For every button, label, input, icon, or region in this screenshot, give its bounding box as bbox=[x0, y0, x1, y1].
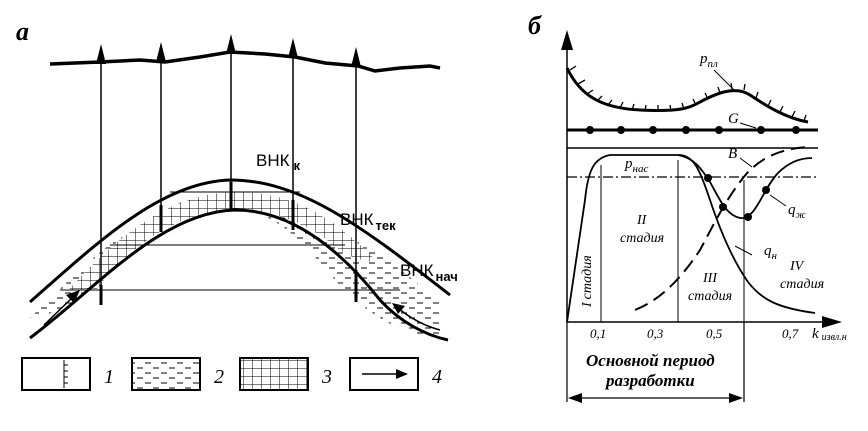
leader-p-pl bbox=[713, 69, 737, 93]
curve-q-n bbox=[566, 154, 816, 323]
legend-item-4: 4 bbox=[349, 357, 442, 391]
stage-label-4-word: стадия bbox=[780, 277, 824, 292]
reservoir-top-boundary bbox=[29, 178, 451, 304]
well-2 bbox=[156, 42, 166, 232]
curve-label-p-nas: pнас bbox=[624, 156, 648, 175]
panel-a-letter: а bbox=[16, 17, 29, 46]
well-1 bbox=[96, 44, 106, 305]
stage-label-1: Iстадия bbox=[580, 255, 595, 308]
stage-label-2-num: II bbox=[636, 213, 648, 228]
stage-label-4-num: IV bbox=[789, 259, 805, 274]
curve-p-pl bbox=[565, 67, 809, 124]
period-label-line2: разработки bbox=[604, 371, 695, 390]
x-tick-label-2: 0,3 bbox=[647, 326, 664, 341]
curve-q-zh-markers bbox=[704, 174, 770, 221]
period-arrow-left-icon bbox=[568, 393, 582, 403]
legend-label-2: 2 bbox=[214, 366, 224, 388]
leader-g bbox=[739, 122, 757, 129]
x-axis-arrow-icon bbox=[822, 316, 842, 328]
curve-label-b: В bbox=[728, 146, 737, 162]
legend-item-1: 1 bbox=[21, 357, 114, 391]
panel-b: б bbox=[528, 11, 847, 403]
x-tick-label-1: 0,1 bbox=[590, 326, 606, 341]
period-arrow-right-icon bbox=[729, 393, 743, 403]
curve-q-zh bbox=[677, 154, 813, 219]
curve-p-pl-hatches bbox=[569, 65, 807, 122]
panel-b-letter: б bbox=[528, 11, 542, 40]
water-zone-fill bbox=[30, 191, 440, 338]
inflow-arrow-right bbox=[392, 303, 441, 331]
curve-b bbox=[634, 146, 811, 311]
reservoir-bottom-boundary bbox=[29, 208, 449, 342]
legend: 1 2 3 4 bbox=[21, 357, 442, 391]
stage-label-3-num: III bbox=[702, 271, 718, 286]
leader-b bbox=[739, 157, 753, 168]
well-3 bbox=[226, 34, 236, 210]
legend-label-3: 3 bbox=[321, 366, 332, 388]
curve-label-q-n: qн bbox=[764, 243, 778, 262]
curve-label-g: G bbox=[728, 111, 739, 127]
legend-label-1: 1 bbox=[104, 366, 114, 388]
inflow-arrow-left bbox=[43, 290, 80, 326]
legend-item-3: 3 bbox=[239, 357, 332, 391]
legend-label-4: 4 bbox=[432, 366, 442, 388]
x-tick-label-4: 0,7 bbox=[782, 326, 799, 341]
well-5 bbox=[351, 47, 361, 302]
oil-zone-fill bbox=[68, 191, 378, 290]
period-label-line1: Основной период bbox=[586, 351, 715, 370]
curve-label-q-zh: qж bbox=[788, 202, 807, 221]
well-4 bbox=[288, 38, 298, 230]
legend-item-2: 2 bbox=[131, 357, 224, 391]
curve-label-p-pl: pпл bbox=[699, 51, 718, 70]
stage-label-3-word: стадия bbox=[688, 289, 732, 304]
panel-a: а bbox=[16, 17, 458, 391]
stage-label-2-word: стадия bbox=[620, 231, 664, 246]
leader-q-zh bbox=[769, 194, 787, 207]
ground-surface-line bbox=[49, 50, 441, 73]
x-tick-label-3: 0,5 bbox=[706, 326, 723, 341]
leader-q-n bbox=[734, 245, 753, 256]
curve-g-markers bbox=[586, 126, 800, 134]
y-axis-arrow-icon bbox=[561, 30, 573, 50]
